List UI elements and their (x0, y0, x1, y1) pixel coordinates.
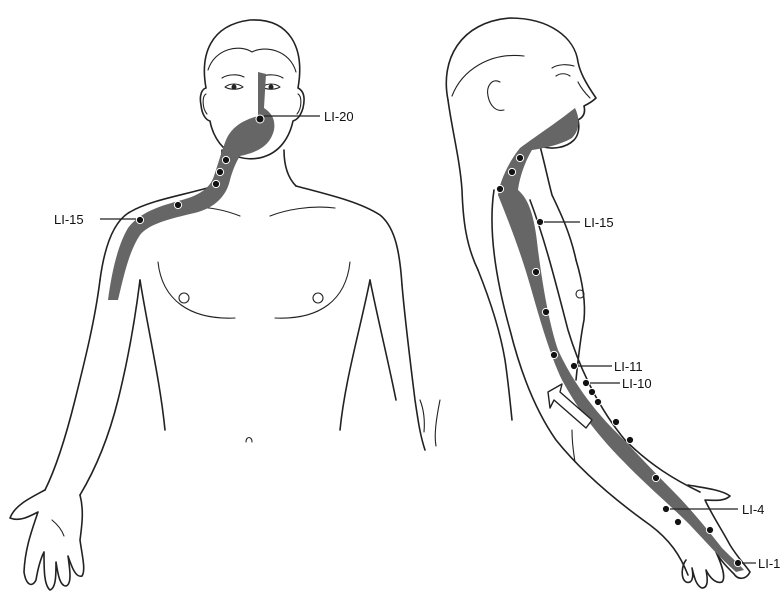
side-point-upperarm-3 (550, 351, 557, 358)
side-point-hand-1 (674, 518, 681, 525)
side-point-hand-2 (706, 526, 713, 533)
front-left-arm-inner (80, 280, 140, 495)
side-hand (682, 485, 750, 588)
side-point-li1 (734, 559, 741, 566)
side-brow (552, 65, 574, 68)
front-left-palm-line (52, 520, 64, 536)
side-label-li4: LI-4 (742, 502, 764, 517)
front-left-hand (10, 490, 84, 590)
side-ear (488, 81, 504, 110)
side-point-wrist (652, 474, 659, 481)
front-left-brow (222, 75, 244, 78)
front-left-arm-outer (45, 280, 100, 490)
front-label-li15: LI-15 (54, 212, 84, 227)
front-point-shoulder (174, 201, 181, 208)
front-point-neck-3 (212, 180, 219, 187)
side-point-li11 (570, 362, 577, 369)
front-pec-right (275, 262, 350, 318)
front-pec-left (158, 262, 235, 318)
side-chest (576, 260, 585, 380)
side-point-li15 (536, 218, 543, 225)
side-point-upperarm-1 (532, 268, 539, 275)
front-point-neck-2 (216, 168, 223, 175)
side-back (478, 270, 512, 420)
front-left-pupil (232, 85, 237, 90)
side-point-forearm-1 (588, 388, 595, 395)
side-eye (556, 74, 570, 76)
front-right-arm-outer (402, 285, 425, 450)
front-figure: LI-20 LI-15 (10, 20, 425, 590)
side-point-neck-1 (516, 154, 523, 161)
front-right-ear (297, 94, 301, 114)
side-hip-line (572, 430, 575, 462)
front-point-li20 (256, 115, 264, 123)
front-point-li15 (136, 216, 143, 223)
front-torso-left (140, 280, 165, 430)
front-clavicle-right (270, 207, 335, 216)
side-point-forearm-3 (612, 418, 619, 425)
front-nipple-right (313, 293, 323, 303)
front-torso-right (340, 280, 370, 430)
side-point-upperarm-2 (542, 308, 549, 315)
front-nipple-left (179, 293, 189, 303)
side-label-li1: LI-1 (758, 556, 780, 571)
front-right-pupil (269, 85, 274, 90)
front-right-wrist (420, 400, 424, 432)
side-label-li15: LI-15 (584, 215, 614, 230)
side-point-forearm-2 (594, 398, 601, 405)
side-figure: LI-15 LI-11 LI-10 LI-4 LI-1 (435, 18, 780, 588)
front-left-ear (203, 94, 207, 114)
front-meridian-channel (108, 72, 274, 300)
side-torso-lower (435, 400, 440, 446)
side-label-li11: LI-11 (614, 359, 643, 374)
front-neck-right (284, 150, 296, 186)
side-point-shoulder (496, 185, 503, 192)
side-point-neck-2 (508, 168, 515, 175)
side-back-neck (448, 100, 478, 270)
front-hairline (208, 48, 296, 72)
side-point-forearm-4 (626, 436, 633, 443)
side-front-neck (540, 146, 576, 260)
side-label-li10: LI-10 (622, 376, 652, 391)
front-navel (246, 438, 252, 443)
side-point-li4 (662, 505, 669, 512)
front-point-neck-1 (222, 156, 229, 163)
front-label-li20: LI-20 (324, 109, 354, 124)
front-right-arm-inner (370, 280, 396, 400)
side-point-li10 (582, 379, 589, 386)
